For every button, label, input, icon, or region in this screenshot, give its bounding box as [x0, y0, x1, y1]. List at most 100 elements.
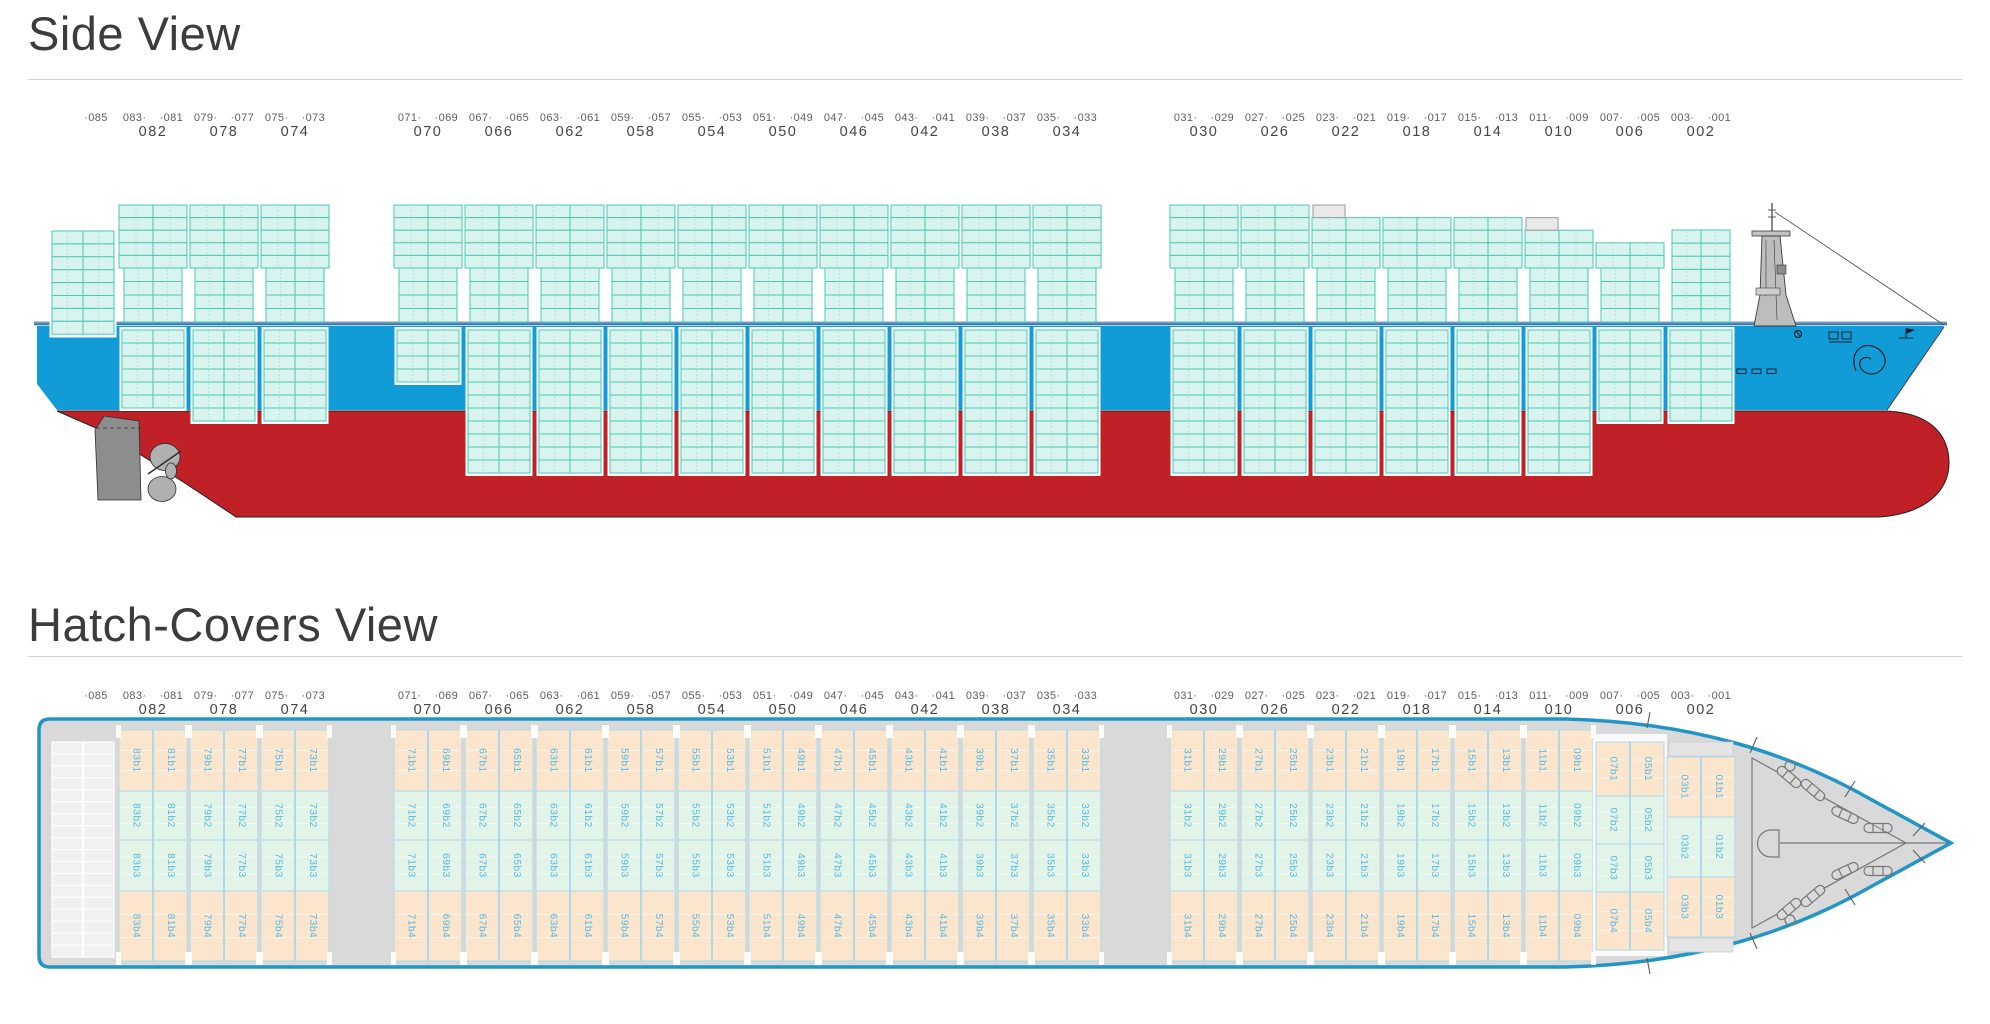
container-stack-046[interactable]	[819, 204, 889, 476]
container-stack-002[interactable]	[1667, 229, 1735, 424]
hatch-cover-65b3[interactable]	[499, 839, 534, 892]
hatch-cover-75b2[interactable]	[260, 790, 295, 841]
hatch-cover-05b4[interactable]	[1630, 891, 1665, 951]
hatch-cover-69b3[interactable]	[428, 839, 463, 892]
hatch-cover-37b1[interactable]	[996, 729, 1031, 792]
hatch-cover-43b1[interactable]	[890, 729, 925, 792]
hatch-cover-07b3[interactable]	[1595, 843, 1630, 893]
hatch-cover-17b4[interactable]	[1417, 890, 1452, 962]
hatch-cover-65b2[interactable]	[499, 790, 534, 841]
hatch-cover-55b2[interactable]	[677, 790, 712, 841]
hatch-cover-53b3[interactable]	[712, 839, 747, 892]
hatch-cover-01b2[interactable]	[1701, 816, 1736, 878]
hatch-cover-17b2[interactable]	[1417, 790, 1452, 841]
hatch-cover-29b1[interactable]	[1204, 729, 1239, 792]
hatch-cover-15b1[interactable]	[1453, 729, 1488, 792]
hatch-cover-49b3[interactable]	[783, 839, 818, 892]
hatch-cover-45b3[interactable]	[854, 839, 889, 892]
hatch-cover-61b3[interactable]	[570, 839, 605, 892]
hatch-cover-25b3[interactable]	[1275, 839, 1310, 892]
hatch-cover-67b4[interactable]	[464, 890, 499, 962]
hatch-cover-21b4[interactable]	[1346, 890, 1381, 962]
hatch-cover-19b1[interactable]	[1382, 729, 1417, 792]
hatch-cover-03b2[interactable]	[1666, 816, 1701, 878]
hatch-cover-67b2[interactable]	[464, 790, 499, 841]
hatch-cover-19b3[interactable]	[1382, 839, 1417, 892]
hatch-cover-63b3[interactable]	[535, 839, 570, 892]
hatch-cover-21b1[interactable]	[1346, 729, 1381, 792]
hatch-cover-45b4[interactable]	[854, 890, 889, 962]
hatch-cover-31b1[interactable]	[1169, 729, 1204, 792]
hatch-cover-41b4[interactable]	[925, 890, 960, 962]
hatch-cover-71b2[interactable]	[393, 790, 428, 841]
hatch-cover-15b4[interactable]	[1453, 890, 1488, 962]
hatch-cover-07b1[interactable]	[1595, 741, 1630, 797]
hatch-cover-53b1[interactable]	[712, 729, 747, 792]
container-stack-058[interactable]	[606, 204, 676, 476]
hatch-cover-01b1[interactable]	[1701, 756, 1736, 818]
hatch-cover-11b3[interactable]	[1524, 839, 1559, 892]
hatch-cover-57b2[interactable]	[641, 790, 676, 841]
hatch-cover-79b1[interactable]	[189, 729, 224, 792]
container-stack-026[interactable]	[1240, 204, 1310, 476]
hatch-cover-31b4[interactable]	[1169, 890, 1204, 962]
hatch-cover-21b2[interactable]	[1346, 790, 1381, 841]
hatch-cover-67b1[interactable]	[464, 729, 499, 792]
hatch-cover-33b3[interactable]	[1067, 839, 1102, 892]
hatch-cover-43b3[interactable]	[890, 839, 925, 892]
hatch-cover-65b4[interactable]	[499, 890, 534, 962]
container-stack-042[interactable]	[890, 204, 960, 476]
hatch-cover-81b4[interactable]	[153, 890, 188, 962]
hatch-cover-15b3[interactable]	[1453, 839, 1488, 892]
hatch-cover-25b2[interactable]	[1275, 790, 1310, 841]
hatch-cover-57b1[interactable]	[641, 729, 676, 792]
hatch-cover-65b1[interactable]	[499, 729, 534, 792]
hatch-cover-39b3[interactable]	[961, 839, 996, 892]
hatch-cover-03b1[interactable]	[1666, 756, 1701, 818]
container-stack-070[interactable]	[393, 204, 463, 385]
hatch-cover-51b2[interactable]	[748, 790, 783, 841]
hatch-cover-19b4[interactable]	[1382, 890, 1417, 962]
hatch-cover-43b4[interactable]	[890, 890, 925, 962]
hatch-cover-35b4[interactable]	[1032, 890, 1067, 962]
hatch-cover-45b1[interactable]	[854, 729, 889, 792]
hatch-cover-11b1[interactable]	[1524, 729, 1559, 792]
hatch-cover-61b4[interactable]	[570, 890, 605, 962]
hatch-cover-79b3[interactable]	[189, 839, 224, 892]
hatch-cover-73b4[interactable]	[295, 890, 330, 962]
hatch-cover-25b1[interactable]	[1275, 729, 1310, 792]
hatch-cover-49b2[interactable]	[783, 790, 818, 841]
container-stack-074[interactable]	[260, 204, 330, 424]
hatch-cover-59b4[interactable]	[606, 890, 641, 962]
hatch-cover-61b1[interactable]	[570, 729, 605, 792]
container-stack-082[interactable]	[118, 204, 188, 411]
hatch-cover-27b3[interactable]	[1240, 839, 1275, 892]
hatch-cover-33b1[interactable]	[1067, 729, 1102, 792]
hatch-cover-45b2[interactable]	[854, 790, 889, 841]
hatch-cover-33b4[interactable]	[1067, 890, 1102, 962]
hatch-cover-63b4[interactable]	[535, 890, 570, 962]
hatch-cover-09b2[interactable]	[1559, 790, 1594, 841]
hatch-cover-19b2[interactable]	[1382, 790, 1417, 841]
hatch-cover-53b2[interactable]	[712, 790, 747, 841]
hatch-cover-03b3[interactable]	[1666, 876, 1701, 938]
hatch-cover-23b4[interactable]	[1311, 890, 1346, 962]
hatch-cover-05b1[interactable]	[1630, 741, 1665, 797]
hatch-cover-51b4[interactable]	[748, 890, 783, 962]
hatch-cover-71b3[interactable]	[393, 839, 428, 892]
hatch-cover-07b4[interactable]	[1595, 891, 1630, 951]
hatch-cover-77b3[interactable]	[224, 839, 259, 892]
hatch-cover-59b3[interactable]	[606, 839, 641, 892]
hatch-cover-47b2[interactable]	[819, 790, 854, 841]
container-stack-085[interactable]	[49, 228, 117, 338]
hatch-cover-39b1[interactable]	[961, 729, 996, 792]
hatch-cover-63b2[interactable]	[535, 790, 570, 841]
hatch-cover-41b3[interactable]	[925, 839, 960, 892]
container-stack-030[interactable]	[1169, 204, 1239, 476]
container-stack-018[interactable]	[1382, 217, 1452, 476]
hatch-cover-39b4[interactable]	[961, 890, 996, 962]
hatch-cover-71b1[interactable]	[393, 729, 428, 792]
hatch-cover-11b4[interactable]	[1524, 890, 1559, 962]
hatch-cover-01b3[interactable]	[1701, 876, 1736, 938]
container-stack-006[interactable]	[1595, 242, 1665, 424]
